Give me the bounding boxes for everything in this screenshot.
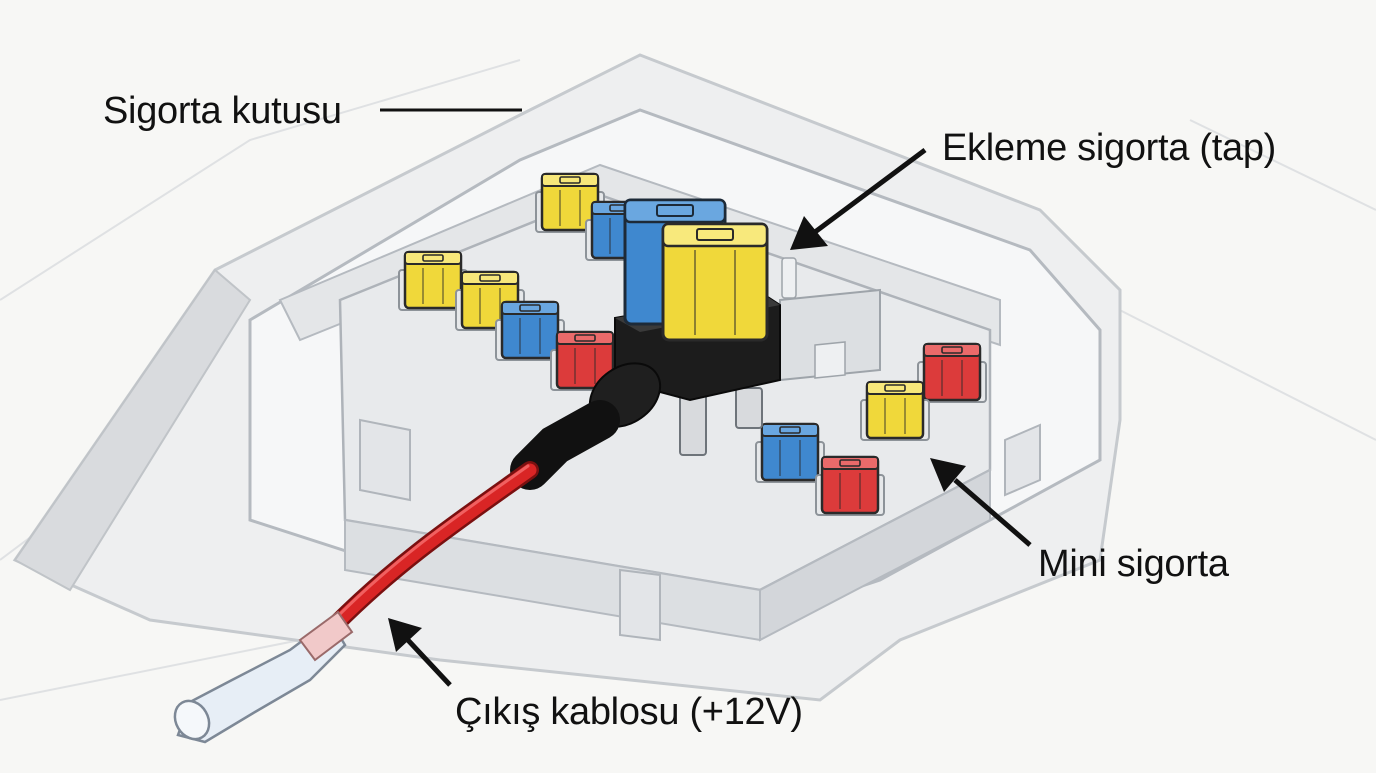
fuse-red-3 bbox=[814, 455, 886, 517]
fuse-red-2 bbox=[916, 342, 988, 404]
fuse-tap-adapter bbox=[588, 198, 781, 456]
background-sketch bbox=[0, 59, 1376, 701]
spade-connector bbox=[173, 610, 354, 744]
mini-arrow-head bbox=[930, 458, 966, 492]
mini-arrow-shaft bbox=[953, 478, 1032, 547]
mini-fuse-label: Mini sigorta bbox=[1038, 543, 1229, 585]
cable-arrow-head bbox=[388, 618, 422, 652]
tap-arrow-shaft bbox=[813, 147, 927, 235]
output-cable-label: Çıkış kablosu (+12V) bbox=[455, 691, 803, 733]
cable-arrow-shaft bbox=[404, 636, 452, 687]
tap-fuse-label: Ekleme sigorta (tap) bbox=[942, 127, 1277, 169]
annotation-arrows bbox=[380, 108, 1032, 687]
fuse-box-label: Sigorta kutusu bbox=[103, 90, 342, 132]
fuse-blue-3 bbox=[754, 422, 826, 484]
output-cable bbox=[326, 400, 620, 634]
tap-arrow-head bbox=[790, 216, 828, 250]
fuse-yellow-4 bbox=[859, 380, 931, 442]
